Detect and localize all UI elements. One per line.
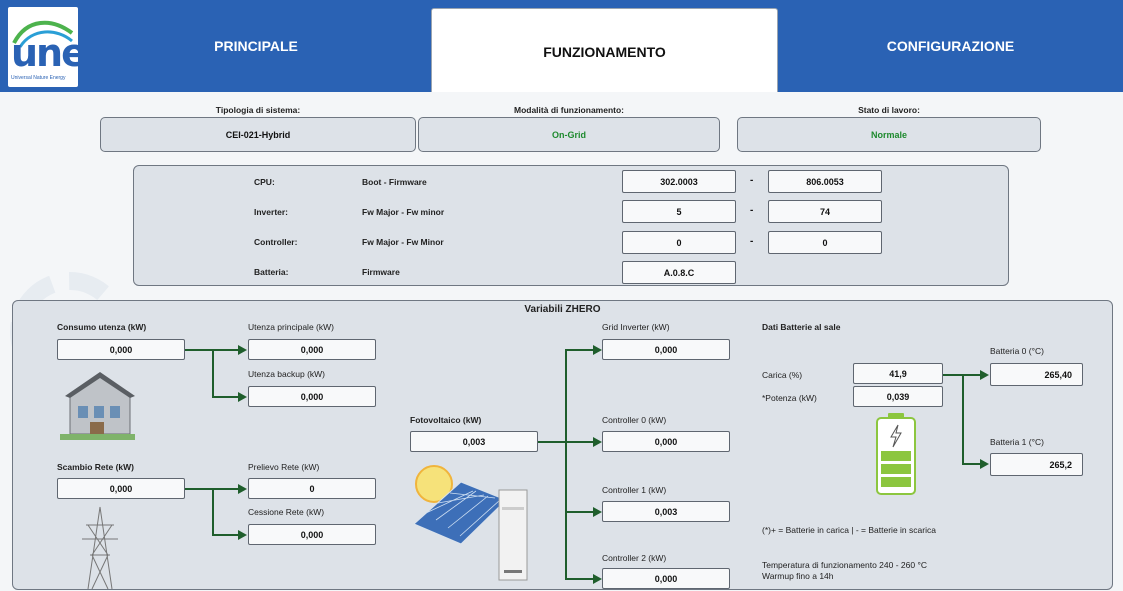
batteria0-value: 265,40 — [990, 363, 1083, 386]
inverter-value-1: 5 — [622, 200, 736, 223]
battery-arrow-trunk — [962, 374, 964, 464]
mode-label: Modalità di funzionamento: — [513, 105, 625, 115]
scambio-label: Scambio Rete (kW) — [57, 462, 134, 472]
controller2-arrow-line — [565, 578, 595, 580]
cessione-label: Cessione Rete (kW) — [248, 507, 325, 517]
logo-subtitle: Universal Nature Energy — [11, 75, 66, 81]
controller1-value: 0,003 — [602, 501, 730, 522]
controller-value-1: 0 — [622, 231, 736, 254]
controller-label: Controller: — [254, 237, 298, 247]
controller0-arrow-head-icon — [593, 437, 602, 447]
cpu-value-2: 806.0053 — [768, 170, 882, 193]
controller0-arrow-line — [565, 441, 595, 443]
controller0-label: Controller 0 (kW) — [602, 415, 667, 425]
controller-separator: - — [750, 236, 754, 247]
utenza-principale-label: Utenza principale (kW) — [248, 322, 334, 332]
backup-arrow-line — [212, 396, 240, 398]
grid-inverter-label: Grid Inverter (kW) — [602, 322, 670, 332]
controller1-arrow-line — [565, 511, 595, 513]
controller-value-2: 0 — [768, 231, 882, 254]
battery-note: (*)+ = Batterie in carica | - = Batterie… — [762, 525, 936, 535]
batteria0-arrow-line — [962, 374, 982, 376]
cessione-arrow-line — [212, 534, 240, 536]
consumo-value: 0,000 — [57, 339, 185, 360]
scambio-arrow-head-icon — [238, 484, 247, 494]
consumo-arrow-branch — [212, 349, 214, 397]
cpu-desc: Boot - Firmware — [362, 177, 427, 187]
logo-swoosh-icon — [12, 20, 74, 48]
scambio-value: 0,000 — [57, 478, 185, 499]
system-type-label: Tipologia di sistema: — [215, 105, 301, 115]
utenza-backup-label: Utenza backup (kW) — [248, 369, 325, 379]
cpu-separator: - — [750, 175, 754, 186]
inverter-label: Inverter: — [254, 207, 289, 217]
grid-inverter-value: 0,000 — [602, 339, 730, 360]
fotovoltaico-value: 0,003 — [410, 431, 538, 452]
battery-arrow-line — [943, 374, 963, 376]
utenza-principale-value: 0,000 — [248, 339, 376, 360]
controller1-arrow-head-icon — [593, 507, 602, 517]
controller2-value: 0,000 — [602, 568, 730, 589]
house-icon — [60, 372, 135, 440]
logo-text: une — [11, 31, 87, 75]
cessione-value: 0,000 — [248, 524, 376, 545]
prelievo-value: 0 — [248, 478, 376, 499]
zhero-panel — [12, 300, 1113, 590]
grid-inverter-arrow-head-icon — [593, 345, 602, 355]
potenza-label: *Potenza (kW) — [762, 393, 817, 403]
fotovoltaico-arrow-line — [538, 441, 566, 443]
inverter-separator: - — [750, 205, 754, 216]
inverter-desc: Fw Major - Fw minor — [362, 207, 445, 217]
tab-funzionamento[interactable]: FUNZIONAMENTO — [431, 8, 778, 94]
controller-desc: Fw Major - Fw Minor — [362, 237, 444, 247]
consumo-label: Consumo utenza (kW) — [57, 322, 147, 332]
carica-value: 41,9 — [853, 363, 943, 384]
batteria1-arrow-head-icon — [980, 459, 989, 469]
batteria-value: A.0.8.C — [622, 261, 736, 284]
cpu-label: CPU: — [254, 177, 275, 187]
fotovoltaico-arrow-trunk — [565, 349, 567, 579]
controller2-label: Controller 2 (kW) — [602, 553, 667, 563]
prelievo-label: Prelievo Rete (kW) — [248, 462, 320, 472]
batterie-title: Dati Batterie al sale — [762, 322, 841, 332]
controller0-value: 0,000 — [602, 431, 730, 452]
system-type-value: CEI-021-Hybrid — [100, 117, 416, 152]
batteria0-arrow-head-icon — [980, 370, 989, 380]
backup-arrow-head-icon — [238, 392, 247, 402]
potenza-value: 0,039 — [853, 386, 943, 407]
tab-principale[interactable]: PRINCIPALE — [214, 38, 298, 54]
cessione-arrow-head-icon — [238, 530, 247, 540]
batteria-label: Batteria: — [254, 267, 289, 277]
utenza-backup-value: 0,000 — [248, 386, 376, 407]
batteria1-label: Batteria 1 (°C) — [990, 437, 1044, 447]
scambio-arrow-branch — [212, 488, 214, 535]
battery-icon — [876, 413, 916, 495]
solar-panel-icon — [413, 465, 528, 581]
controller2-arrow-head-icon — [593, 574, 602, 584]
mode-value: On-Grid — [418, 117, 720, 152]
inverter-value-2: 74 — [768, 200, 882, 223]
top-nav: une Universal Nature Energy PRINCIPALE F… — [0, 0, 1123, 94]
consumo-arrow-head-icon — [238, 345, 247, 355]
work-state-value: Normale — [737, 117, 1041, 152]
work-state-label: Stato di lavoro: — [858, 105, 920, 115]
batteria1-value: 265,2 — [990, 453, 1083, 476]
carica-label: Carica (%) — [762, 370, 803, 380]
temperature-note: Temperatura di funzionamento 240 - 260 °… — [762, 560, 927, 570]
grid-inverter-arrow-line — [565, 349, 595, 351]
zhero-title: Variabili ZHERO — [524, 304, 601, 315]
warmup-note: Warmup fino a 14h — [762, 571, 834, 581]
tab-configurazione[interactable]: CONFIGURAZIONE — [886, 38, 1015, 54]
une-logo: une Universal Nature Energy — [8, 7, 87, 87]
batteria-desc: Firmware — [362, 267, 400, 277]
controller1-label: Controller 1 (kW) — [602, 485, 667, 495]
power-pylon-icon — [82, 506, 118, 589]
fotovoltaico-label: Fotovoltaico (kW) — [410, 415, 482, 425]
batteria1-arrow-line — [962, 463, 982, 465]
batteria0-label: Batteria 0 (°C) — [990, 346, 1044, 356]
cpu-value-1: 302.0003 — [622, 170, 736, 193]
